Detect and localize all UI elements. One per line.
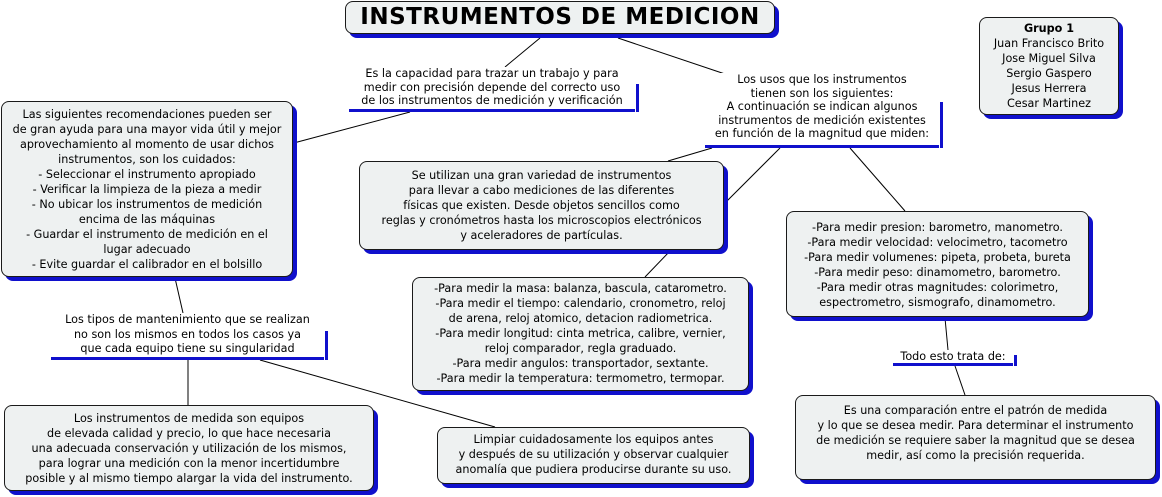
measures-left-box: -Para medir la masa: balanza, bascula, c… <box>412 277 749 391</box>
comparison-line: medir, así como la precisión requerida. <box>866 449 1085 462</box>
variety-box: Se utilizan una gran variedad de instrum… <box>359 161 724 250</box>
equipment-line: una adecuada conservación y utilización … <box>31 442 347 455</box>
uses-intro-line: A continuación se indican algunos <box>726 100 918 113</box>
definition-line: medir con precisión depende del correcto… <box>363 80 621 94</box>
equipment-line: para lograr una medición con la menor in… <box>38 457 340 470</box>
page-title: INSTRUMENTOS DE MEDICION <box>345 1 775 34</box>
link-uses-variety <box>667 147 713 162</box>
comparison-line: Es una comparación entre el patrón de me… <box>843 404 1108 417</box>
cleaning-line: Limpiar cuidadosamente los equipos antes <box>473 433 714 446</box>
variety-line: Se utilizan una gran variedad de instrum… <box>411 169 672 182</box>
group-member: Cesar Martinez <box>1007 97 1091 110</box>
uses-intro-label: Los usos que los instrumentos tienen son… <box>705 73 943 148</box>
recommendations-box: Las siguientes recomendaciones pueden se… <box>1 101 293 277</box>
equipment-line: posible y al mismo tiempo alargar la vid… <box>25 472 353 485</box>
recommendations-line: instrumentos, son los cuidados: <box>58 153 236 166</box>
group-title: Grupo 1 <box>1023 22 1075 35</box>
recommendations-line: - Seleccionar el instrumento apropiado <box>38 168 256 181</box>
link-uses-measures-right <box>849 147 906 212</box>
definition-accent <box>636 83 639 112</box>
link-variety-measures-left <box>644 250 671 278</box>
equipment-box: Los instrumentos de medida son equipos d… <box>4 405 374 491</box>
equipment-line: Los instrumentos de medida son equipos <box>73 412 305 425</box>
recommendations-line: de gran ayuda para una mayor vida útil y… <box>12 123 282 136</box>
measures-left-line: -Para medir longitud: cinta metrica, cal… <box>435 327 726 340</box>
measures-right-box: -Para medir presion: barometro, manometr… <box>786 211 1089 317</box>
maintenance-line: no son los mismos en todos los casos ya <box>73 327 302 341</box>
measures-right-line: -Para medir otras magnitudes: colorimetr… <box>816 281 1059 294</box>
recommendations-line: - Evite guardar el calibrador en el bols… <box>31 258 263 271</box>
definition-line: de los instrumentos de medición y verifi… <box>361 94 623 107</box>
variety-line: físicas que existen. Desde objetos senci… <box>403 199 680 212</box>
comparison-box: Es una comparación entre el patrón de me… <box>795 395 1156 480</box>
recommendations-line: - No ubicar los instrumentos de medición <box>31 198 263 211</box>
link-definition-recommendations <box>289 111 411 145</box>
group-member: Sergio Gaspero <box>1006 67 1092 80</box>
variety-line: reglas y cronómetros hasta los microscop… <box>381 214 702 227</box>
maintenance-line: Los tipos de mantenimiento que se realiz… <box>65 313 310 326</box>
link-measures-right-summary <box>944 317 949 351</box>
link-maintenance-cleaning <box>259 359 496 428</box>
summary-text: Todo esto trata de: <box>900 350 1006 363</box>
uses-intro-accent <box>940 101 943 148</box>
definition-label: Es la capacidad para trazar un trabajo y… <box>349 67 639 112</box>
maintenance-line: que cada equipo tiene su singularidad <box>80 342 295 355</box>
link-title-definition <box>504 37 541 68</box>
comparison-line: de medición se requiere saber la magnitu… <box>816 434 1135 447</box>
measures-right-line: -Para medir peso: dinamometro, barometro… <box>814 266 1061 279</box>
measures-right-line: -Para medir presion: barometro, manometr… <box>812 221 1063 234</box>
uses-intro-line: tienen son los siguientes: <box>750 86 894 100</box>
equipment-line: de elevada calidad y precio, lo que hace… <box>47 427 331 440</box>
comparison-line: y lo que se desea medir. Para determinar… <box>817 419 1134 432</box>
measures-right-line: espectrometro, sismografo, dinamometro. <box>819 296 1056 309</box>
uses-intro-line: en función de la magnitud que miden: <box>714 127 930 140</box>
variety-line: para llevar a cabo mediciones de las dif… <box>408 184 675 197</box>
definition-line: Es la capacidad para trazar un trabajo y… <box>365 67 619 80</box>
measures-left-line: de arena, reloj atomico, detacion radiom… <box>448 312 713 325</box>
summary-accent <box>1014 355 1017 366</box>
link-title-uses <box>617 37 729 76</box>
measures-right-line: -Para medir velocidad: velocimetro, taco… <box>807 236 1068 249</box>
measures-left-line: -Para medir angulos: transportador, sext… <box>452 357 709 370</box>
cleaning-line: y después de su utilización y observar c… <box>458 448 729 461</box>
link-summary-comparison <box>954 365 966 396</box>
group-member: Juan Francisco Brito <box>993 37 1105 50</box>
group-member: Jesus Herrera <box>1011 82 1087 95</box>
measures-left-line: reloj comparador, regla graduado. <box>484 342 677 355</box>
recommendations-line: lugar adecuado <box>103 243 191 256</box>
link-uses-measures-left <box>724 147 781 204</box>
uses-intro-line: instrumentos de medición existentes <box>718 113 926 127</box>
summary-label: Todo esto trata de: <box>893 350 1017 366</box>
maintenance-label: Los tipos de mantenimiento que se realiz… <box>51 313 328 360</box>
group-box: Grupo 1 Juan Francisco Brito Jose Miguel… <box>979 17 1119 115</box>
cleaning-line: anomalía que pudiera producirse durante … <box>455 463 732 476</box>
recommendations-line: Las siguientes recomendaciones pueden se… <box>22 108 272 121</box>
recommendations-line: encima de las máquinas <box>78 213 216 226</box>
maintenance-accent <box>325 330 328 360</box>
recommendations-line: - Verificar la limpieza de la pieza a me… <box>32 183 262 196</box>
cleaning-box: Limpiar cuidadosamente los equipos antes… <box>437 427 750 484</box>
measures-right-line: -Para medir volumenes: pipeta, probeta, … <box>804 251 1071 264</box>
measures-left-line: -Para medir el tiempo: calendario, crono… <box>435 297 726 310</box>
link-recommendations-maintenance <box>174 277 184 314</box>
recommendations-line: - Guardar el instrumento de medición en … <box>26 228 268 241</box>
recommendations-line: aprovechamiento al momento de usar dicho… <box>19 138 275 151</box>
group-member: Jose Miguel Silva <box>1002 52 1096 65</box>
variety-line: y aceleradores de partículas. <box>460 229 623 242</box>
measures-left-line: -Para medir la temperatura: termometro, … <box>436 372 725 385</box>
measures-left-line: -Para medir la masa: balanza, bascula, c… <box>434 282 727 295</box>
uses-intro-line: Los usos que los instrumentos <box>737 73 907 86</box>
